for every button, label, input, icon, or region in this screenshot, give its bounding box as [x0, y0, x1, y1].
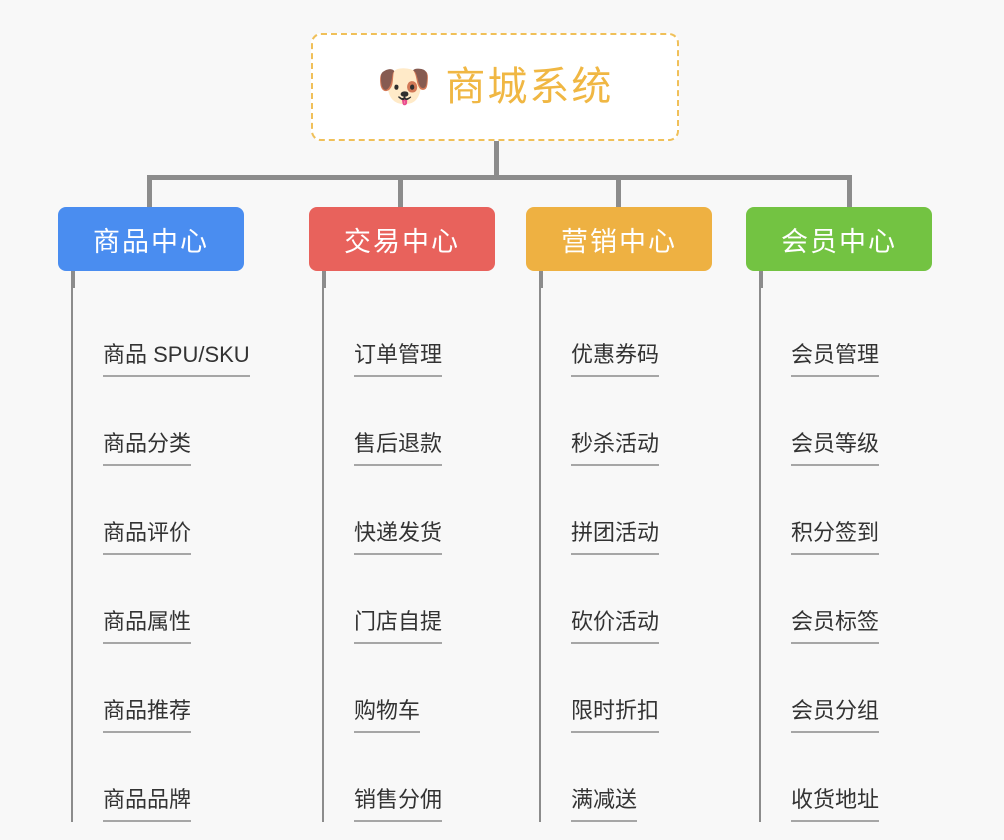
- shiba-dog-icon: 🐶: [376, 62, 432, 111]
- connector-drop-3: [616, 175, 621, 207]
- leaf-item[interactable]: 快递发货: [324, 466, 443, 555]
- leaf-item-label: 购物车: [354, 700, 421, 733]
- leaf-item-label: 会员标签: [791, 611, 880, 644]
- leaf-list-marketing-center: 优惠券码 秒杀活动 拼团活动 砍价活动 限时折扣 满减送: [539, 288, 660, 822]
- connector-horizontal-bus: [147, 175, 852, 180]
- connector-drop-1: [147, 175, 152, 207]
- connector-branch-stub-2: [322, 271, 326, 288]
- connector-branch-stub-4: [759, 271, 763, 288]
- leaf-item-label: 优惠券码: [571, 344, 660, 377]
- leaf-item[interactable]: 优惠券码: [541, 288, 660, 377]
- leaf-item[interactable]: 售后退款: [324, 377, 443, 466]
- leaf-item-label: 销售分佣: [354, 789, 443, 822]
- branch-member-center: 会员中心 会员管理 会员等级 积分签到 会员标签 会员分组 收货地址: [746, 207, 932, 822]
- leaf-item-label: 商品 SPU/SKU: [103, 344, 250, 377]
- leaf-item-label: 秒杀活动: [571, 433, 660, 466]
- leaf-item-label: 限时折扣: [571, 700, 660, 733]
- connector-drop-4: [847, 175, 852, 207]
- leaf-item-label: 砍价活动: [571, 611, 660, 644]
- leaf-item[interactable]: 购物车: [324, 644, 442, 733]
- leaf-item-label: 收货地址: [791, 789, 880, 822]
- leaf-item[interactable]: 商品品牌: [73, 733, 250, 822]
- branch-product-center: 商品中心 商品 SPU/SKU 商品分类 商品评价 商品属性 商品推荐 商品品牌: [58, 207, 250, 822]
- connector-root-stem: [494, 141, 499, 178]
- branch-header-product-center[interactable]: 商品中心: [58, 207, 244, 271]
- leaf-item[interactable]: 积分签到: [761, 466, 880, 555]
- leaf-item-label: 快递发货: [354, 522, 443, 555]
- leaf-list-product-center: 商品 SPU/SKU 商品分类 商品评价 商品属性 商品推荐 商品品牌: [71, 288, 250, 822]
- leaf-item[interactable]: 会员分组: [761, 644, 880, 733]
- leaf-item-label: 售后退款: [354, 433, 443, 466]
- leaf-item[interactable]: 商品分类: [73, 377, 250, 466]
- leaf-item-label: 商品分类: [103, 433, 192, 466]
- branch-header-member-center[interactable]: 会员中心: [746, 207, 932, 271]
- leaf-item[interactable]: 会员标签: [761, 555, 880, 644]
- branch-marketing-center: 营销中心 优惠券码 秒杀活动 拼团活动 砍价活动 限时折扣 满减送: [526, 207, 712, 822]
- leaf-item[interactable]: 满减送: [541, 733, 659, 822]
- connector-branch-stub-3: [539, 271, 543, 288]
- leaf-item[interactable]: 商品属性: [73, 555, 250, 644]
- branch-header-label: 会员中心: [781, 226, 897, 257]
- leaf-item[interactable]: 订单管理: [324, 288, 443, 377]
- root-node-label: 商城系统: [445, 65, 614, 109]
- branch-header-label: 商品中心: [93, 226, 209, 257]
- leaf-item-label: 满减送: [571, 789, 638, 822]
- leaf-item-label: 商品推荐: [103, 700, 192, 733]
- leaf-item[interactable]: 砍价活动: [541, 555, 660, 644]
- leaf-item-label: 会员分组: [791, 700, 880, 733]
- leaf-item[interactable]: 限时折扣: [541, 644, 660, 733]
- leaf-item-label: 商品属性: [103, 611, 192, 644]
- leaf-list-trade-center: 订单管理 售后退款 快递发货 门店自提 购物车 销售分佣: [322, 288, 443, 822]
- connector-branch-stub-1: [71, 271, 75, 288]
- leaf-item[interactable]: 收货地址: [761, 733, 880, 822]
- leaf-item[interactable]: 商品推荐: [73, 644, 250, 733]
- branch-header-label: 交易中心: [344, 226, 460, 257]
- leaf-list-member-center: 会员管理 会员等级 积分签到 会员标签 会员分组 收货地址: [759, 288, 880, 822]
- branch-header-label: 营销中心: [561, 226, 677, 257]
- leaf-item-label: 会员管理: [791, 344, 880, 377]
- leaf-item-label: 订单管理: [354, 344, 443, 377]
- leaf-item[interactable]: 秒杀活动: [541, 377, 660, 466]
- leaf-item[interactable]: 会员管理: [761, 288, 880, 377]
- branch-header-marketing-center[interactable]: 营销中心: [526, 207, 712, 271]
- leaf-item[interactable]: 拼团活动: [541, 466, 660, 555]
- leaf-item-label: 门店自提: [354, 611, 443, 644]
- leaf-item[interactable]: 商品 SPU/SKU: [73, 288, 250, 377]
- branch-header-trade-center[interactable]: 交易中心: [309, 207, 495, 271]
- leaf-item[interactable]: 销售分佣: [324, 733, 443, 822]
- leaf-item-label: 积分签到: [791, 522, 880, 555]
- leaf-item[interactable]: 门店自提: [324, 555, 443, 644]
- branch-trade-center: 交易中心 订单管理 售后退款 快递发货 门店自提 购物车 销售分佣: [309, 207, 495, 822]
- leaf-item-label: 商品品牌: [103, 789, 192, 822]
- leaf-item[interactable]: 会员等级: [761, 377, 880, 466]
- connector-drop-2: [398, 175, 403, 207]
- leaf-item-label: 会员等级: [791, 433, 880, 466]
- leaf-item-label: 拼团活动: [571, 522, 660, 555]
- leaf-item[interactable]: 商品评价: [73, 466, 250, 555]
- leaf-item-label: 商品评价: [103, 522, 192, 555]
- root-node[interactable]: 🐶 商城系统: [311, 33, 679, 141]
